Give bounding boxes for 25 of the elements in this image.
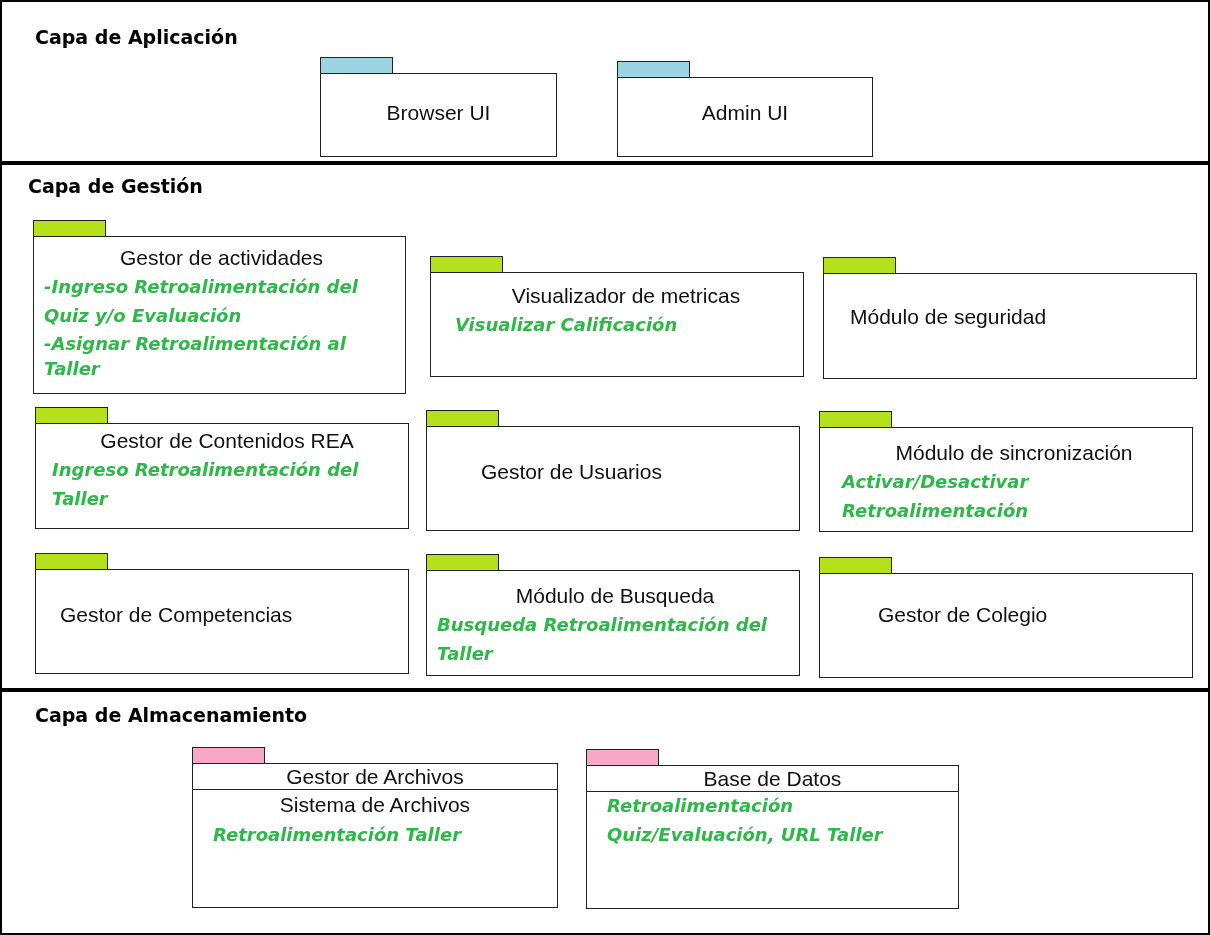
feature-note: Retroalimentación Quiz/Evaluación, URL Taller <box>606 794 885 847</box>
package-name: Gestor de Colegio <box>878 602 1049 628</box>
package-name: Gestor de actividades <box>118 245 325 271</box>
package-text: Sistema de Archivos <box>278 792 472 819</box>
layer-title: Capa de Aplicación <box>35 26 238 48</box>
package-name: Gestor de Competencias <box>60 602 294 628</box>
package-name: Módulo de Busqueda <box>514 583 716 609</box>
package-name: Base de Datos <box>587 766 958 793</box>
layer-title: Capa de Gestión <box>28 175 203 197</box>
feature-note: -Ingreso Retroalimentación del Quiz y/o Evaluación <box>43 275 359 329</box>
package-name: Browser UI <box>385 100 492 126</box>
feature-note: Busqueda Retroalimentación del Taller <box>436 613 769 667</box>
package-name: Gestor de Contenidos REA <box>99 428 355 454</box>
package-name: Módulo de sincronización <box>894 440 1134 466</box>
package-name: Visualizador de metricas <box>510 283 742 309</box>
package-name: Módulo de seguridad <box>850 304 1048 330</box>
feature-note: Visualizar Calificación <box>454 313 679 338</box>
package-name: Admin UI <box>700 100 790 126</box>
feature-note: Activar/Desactivar Retroalimentación <box>840 470 1031 524</box>
feature-note: Retroalimentación Taller <box>212 822 463 847</box>
layer-title: Capa de Almacenamiento <box>35 704 308 726</box>
feature-note: Ingreso Retroalimentación del Taller <box>51 458 360 512</box>
package-name: Gestor de Usuarios <box>481 459 663 485</box>
feature-note: -Asignar Retroalimentación al Taller <box>43 332 347 382</box>
package-name: Gestor de Archivos <box>193 764 557 791</box>
